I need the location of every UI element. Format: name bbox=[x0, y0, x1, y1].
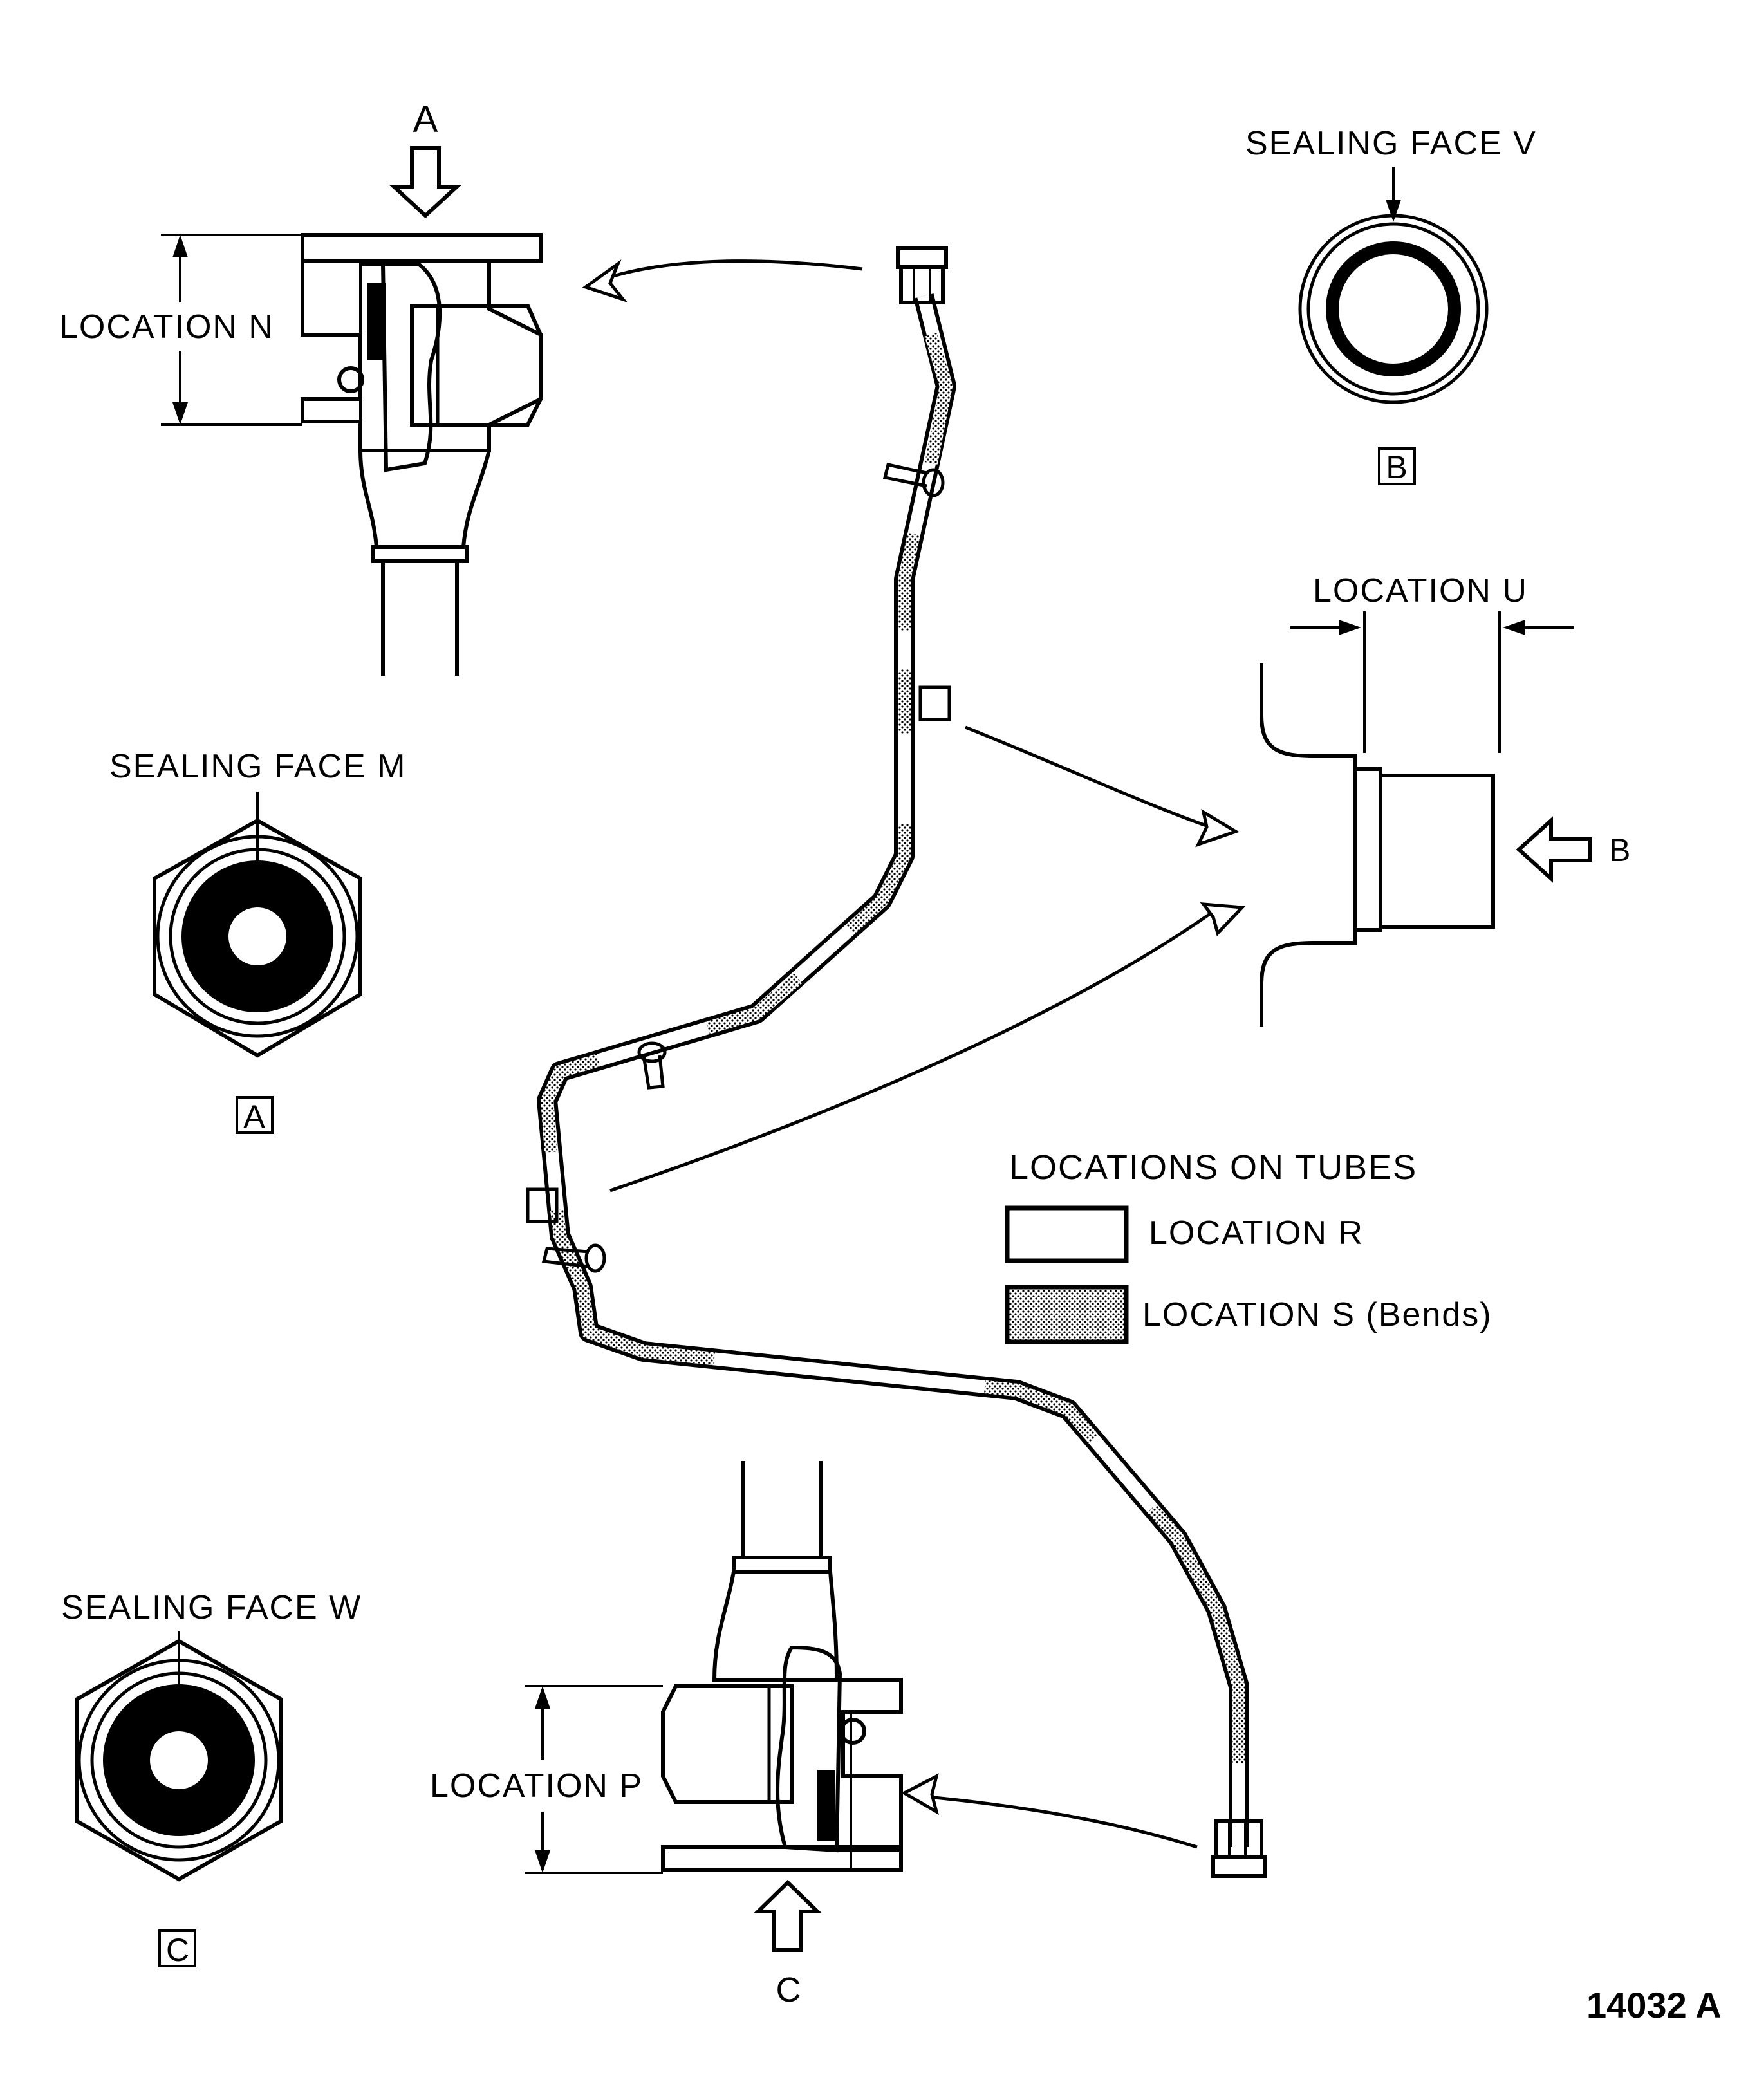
arrow-a-icon bbox=[389, 146, 462, 219]
legend-swatch-s bbox=[1005, 1285, 1129, 1344]
legend-item-s: LOCATION S (Bends) bbox=[1142, 1296, 1492, 1333]
fitting-bottom: C LOCATION P bbox=[430, 1461, 903, 2009]
tube-inner bbox=[541, 294, 1245, 1847]
clips bbox=[541, 463, 945, 1273]
arrow-c-label: C bbox=[776, 1971, 801, 2009]
sealing-face-v-label: SEALING FACE V bbox=[1245, 125, 1537, 162]
bend-stipple bbox=[540, 333, 1245, 1763]
location-p-label: LOCATION P bbox=[430, 1767, 643, 1805]
view-a-label: A bbox=[243, 1099, 265, 1135]
tube-outline bbox=[537, 293, 1249, 1847]
sealing-face-v-view: SEALING FACE V B bbox=[1245, 125, 1537, 485]
arrow-a-label: A bbox=[413, 98, 438, 140]
location-u-label: LOCATION U bbox=[1313, 572, 1528, 609]
legend-item-r: LOCATION R bbox=[1149, 1214, 1364, 1252]
arrow-c-icon bbox=[753, 1879, 823, 1952]
tube-assembly bbox=[526, 246, 1267, 1878]
threaded-port-location-u: LOCATION U B bbox=[1260, 572, 1630, 1027]
legend: LOCATIONS ON TUBES LOCATION R LOCATION S… bbox=[1005, 1148, 1492, 1344]
arrow-b-label: B bbox=[1609, 832, 1630, 868]
legend-swatch-r bbox=[1005, 1205, 1129, 1263]
location-n-label: LOCATION N bbox=[59, 308, 274, 346]
sealing-face-w-view: SEALING FACE W C bbox=[61, 1589, 362, 1968]
sealing-face-m-view: SEALING FACE M A bbox=[109, 748, 406, 1135]
sealing-face-m-label: SEALING FACE M bbox=[109, 748, 406, 785]
arrow-b-icon bbox=[1516, 816, 1592, 883]
legend-title: LOCATIONS ON TUBES bbox=[1009, 1148, 1417, 1187]
figure-number: 14032 A bbox=[1586, 1985, 1722, 2025]
view-c-label: C bbox=[166, 1932, 189, 1968]
fitting-top-left: A LOCATION N bbox=[59, 98, 543, 676]
sealing-face-w-label: SEALING FACE W bbox=[61, 1589, 362, 1626]
callout-arrows bbox=[582, 259, 1246, 1849]
view-b-label: B bbox=[1386, 449, 1407, 485]
